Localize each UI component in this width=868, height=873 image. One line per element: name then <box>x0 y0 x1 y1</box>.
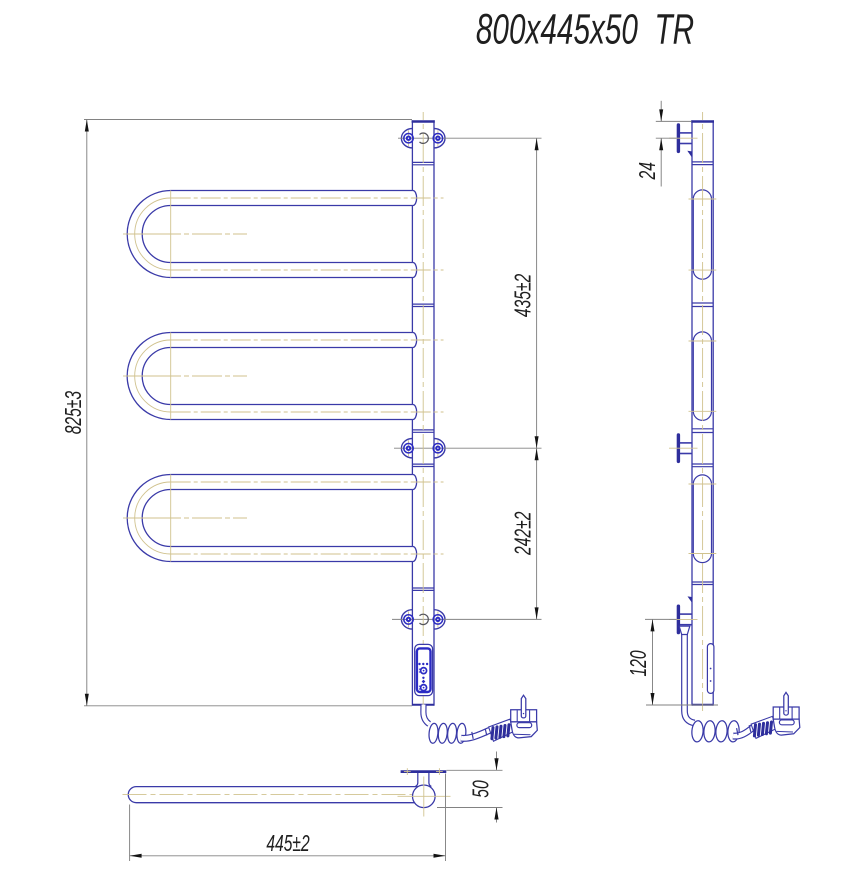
svg-text:50: 50 <box>469 780 495 797</box>
svg-text:120: 120 <box>626 650 652 676</box>
svg-text:242±2: 242±2 <box>511 512 537 556</box>
svg-text:825±3: 825±3 <box>61 391 87 434</box>
svg-text:445±2: 445±2 <box>266 831 309 857</box>
svg-text:800x445x50 TR: 800x445x50 TR <box>476 5 694 53</box>
svg-text:24: 24 <box>635 162 661 180</box>
svg-text:435±2: 435±2 <box>511 274 537 317</box>
